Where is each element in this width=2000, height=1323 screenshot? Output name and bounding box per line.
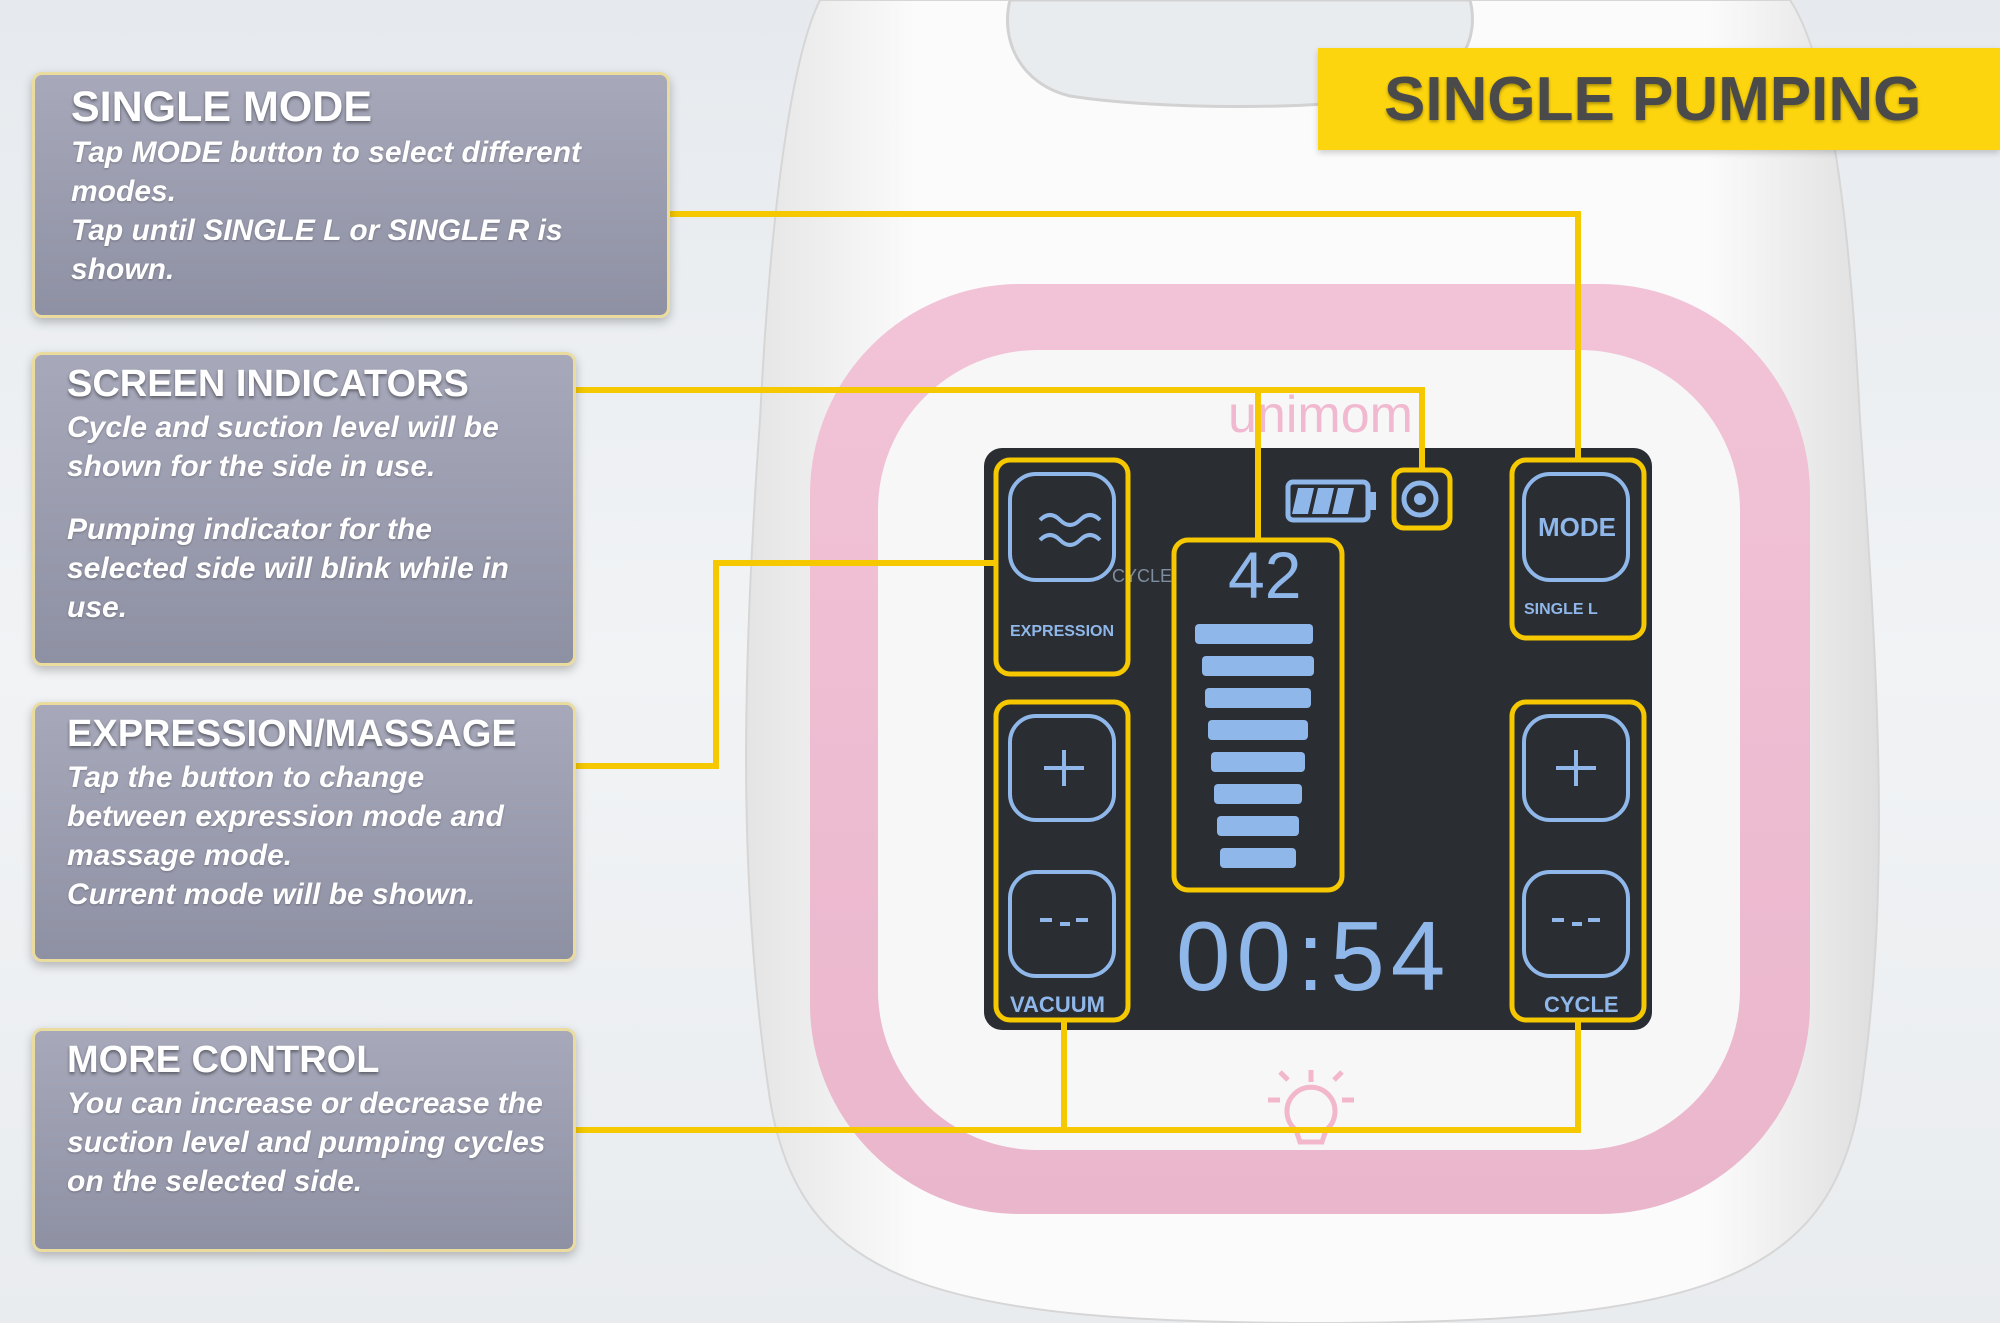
pumping-indicator-icon [1401, 480, 1439, 518]
suction-level-bar [1217, 816, 1299, 836]
expression-label: EXPRESSION [1010, 623, 1114, 640]
callout-title: EXPRESSION/MASSAGE [67, 713, 517, 755]
callout-single-mode: SINGLE MODE Tap MODE button to select di… [32, 72, 670, 318]
connector-single-mode [670, 211, 1581, 460]
single-side-label: SINGLE L [1524, 601, 1598, 618]
mode-button-icon [1522, 472, 1630, 582]
callout-expression-massage: EXPRESSION/MASSAGE Tap the button to cha… [32, 702, 576, 962]
callout-text: Tap MODE button to select different mode… [71, 136, 582, 209]
suction-level-bar [1211, 752, 1305, 772]
timer-display: 00:54 [1176, 901, 1451, 1011]
cycle-label: CYCLE [1112, 566, 1172, 586]
suction-level-bar [1208, 720, 1308, 740]
connector-screen [576, 387, 1425, 470]
suction-level-bar [1220, 848, 1296, 868]
cycle-plus-icon [1522, 714, 1630, 822]
callout-text: Tap until SINGLE L or SINGLE R is shown. [71, 214, 563, 287]
callout-more-control: MORE CONTROL You can increase or decreas… [32, 1028, 576, 1252]
mode-label: MODE [1538, 512, 1616, 542]
callout-text: Cycle and suction level will be shown fo… [67, 410, 499, 483]
expression-button-icon [1008, 472, 1116, 582]
callout-text: You can increase or decrease the suction… [67, 1086, 546, 1198]
callout-title: MORE CONTROL [67, 1039, 380, 1081]
suction-level-bar [1214, 784, 1302, 804]
suction-level-bar [1195, 624, 1313, 644]
vacuum-label: VACUUM [1010, 992, 1105, 1017]
callout-text: Pumping indicator for the selected side … [67, 512, 509, 624]
cycle-value-display: 42 [1228, 538, 1301, 612]
light-bulb-icon [1268, 1070, 1354, 1145]
connector-more-control [576, 1020, 1581, 1133]
suction-level-bar [1205, 688, 1311, 708]
cycle-minus-icon [1522, 870, 1630, 978]
vacuum-plus-icon [1008, 714, 1116, 822]
banner-title: SINGLE PUMPING [1384, 65, 1922, 134]
title-banner: SINGLE PUMPING [1318, 48, 2000, 150]
suction-level-bars [1195, 624, 1314, 868]
suction-level-bar [1202, 656, 1314, 676]
highlight-expression [993, 457, 1131, 677]
connector-expression [576, 560, 996, 769]
cycle-button-label: CYCLE [1544, 992, 1619, 1017]
lcd-screen [984, 448, 1652, 1030]
callout-title: SCREEN INDICATORS [67, 363, 469, 405]
vacuum-minus-icon [1008, 870, 1116, 978]
battery-icon [1285, 479, 1376, 523]
callout-screen-indicators: SCREEN INDICATORS Cycle and suction leve… [32, 352, 576, 666]
callout-text: Current mode will be shown. [67, 877, 476, 911]
callout-text: Tap the button to change between express… [67, 760, 504, 872]
callout-title: SINGLE MODE [71, 83, 373, 131]
